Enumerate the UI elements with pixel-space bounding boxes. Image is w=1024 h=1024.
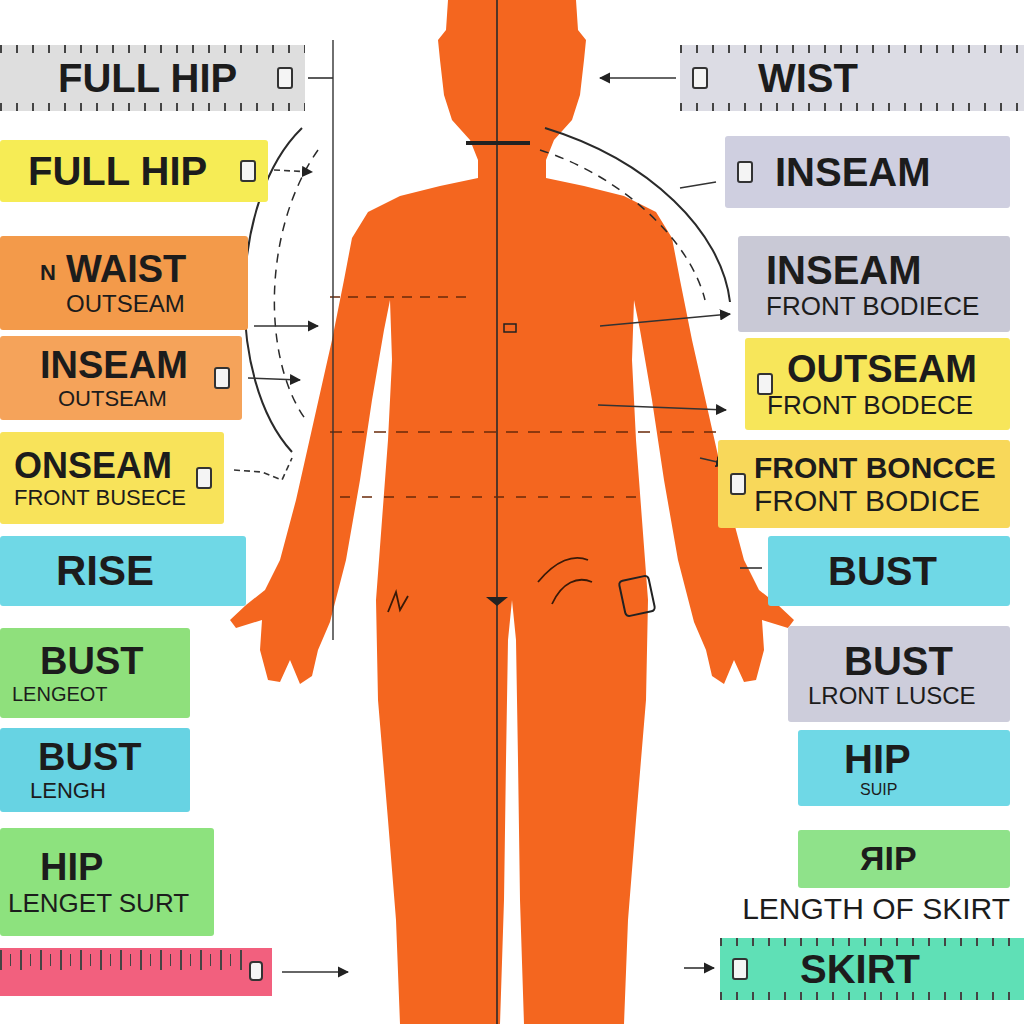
measurement-band: HIPLENGET SURT	[0, 828, 214, 936]
leader-line	[600, 314, 730, 326]
measurement-band: ONSEAMFRONT BUSECE	[0, 432, 224, 524]
measurement-band: OUTSEAMFRONT BODECE	[745, 338, 1010, 430]
measurement-band: ЯIP	[798, 830, 1010, 888]
band-label: FULL HIP	[28, 149, 207, 193]
band-label: RISE	[56, 548, 154, 594]
measurement-band: BUST	[768, 536, 1010, 606]
leader-line	[598, 405, 726, 410]
leader-line	[740, 567, 762, 569]
sub-label: FRONT BODICE	[754, 484, 980, 517]
band-label: FULL HIP	[58, 56, 237, 100]
band-label: INSEAM	[766, 248, 922, 292]
tape-marker	[730, 473, 746, 495]
sub-label: FRONT BUSECE	[14, 486, 186, 510]
measurement-band: FULL HIP	[0, 140, 268, 202]
measurement-band: HIPSUIP	[798, 730, 1010, 806]
squiggle-mark	[552, 580, 592, 604]
measurement-band: INSEAMOUTSEAM	[0, 336, 242, 420]
tape-marker	[732, 958, 748, 980]
measure-arc	[540, 150, 705, 300]
tape-measure	[0, 948, 272, 996]
measurement-band: FRONT BONCCEFRONT BODICE	[718, 440, 1010, 528]
measure-dash	[340, 496, 640, 498]
tape-marker	[196, 467, 212, 489]
band-label: WIST	[758, 56, 858, 100]
tape-marker	[692, 67, 708, 89]
squiggle-mark	[538, 558, 588, 582]
neck-mark	[466, 141, 530, 145]
band-label: INSEAM	[40, 345, 188, 387]
sub-label: LENGH	[30, 779, 106, 803]
squiggle-mark	[388, 592, 408, 612]
measurement-band: INSEAMFRONT BODIECE	[738, 236, 1010, 332]
tape-measure: WIST	[680, 45, 1024, 111]
tape-marker	[250, 962, 262, 980]
leader-line	[684, 967, 714, 969]
measurement-band: RISE	[0, 536, 246, 606]
sub-label: LENGET SURT	[8, 889, 189, 918]
tape-marker	[240, 160, 256, 182]
sub-label: OUTSEAM	[58, 387, 167, 411]
free-label: LENGTH OF SKIRT	[742, 892, 1010, 925]
leader-line	[254, 325, 318, 327]
measure-arc	[545, 128, 730, 302]
center-line	[496, 0, 498, 1024]
tape-marker	[214, 367, 230, 389]
sub-label: SUIP	[860, 781, 897, 799]
band-label: BUST	[38, 737, 141, 779]
leader-line	[234, 458, 292, 480]
center-marker	[504, 324, 516, 332]
leader-line	[308, 77, 333, 79]
tape-marker	[277, 67, 293, 89]
tape-marker	[737, 161, 753, 183]
crotch-mark	[486, 597, 508, 606]
measurement-band: INSEAM	[725, 136, 1010, 208]
leader-line	[248, 378, 300, 380]
measure-dash	[330, 296, 470, 298]
measurement-band: WAISTOUTSEAM	[0, 236, 248, 330]
band-label: ЯIP	[860, 840, 917, 877]
sub-label: OUTSEAM	[66, 291, 185, 317]
band-label: FRONT BONCCE	[754, 451, 996, 484]
measurement-band: BUSTLENGEOT	[0, 628, 190, 718]
leader-line	[600, 77, 676, 79]
leader-line	[274, 170, 312, 172]
band-label: OUTSEAM	[787, 349, 977, 391]
band-label: BUST	[844, 639, 953, 683]
measurement-band: BUSTLRONT LUSCE	[788, 626, 1010, 722]
sub-label: LENGEOT	[12, 683, 108, 705]
sub-label: FRONT BODECE	[767, 391, 973, 420]
band-label: HIP	[844, 737, 911, 781]
band-label: WAIST	[66, 249, 186, 291]
band-prefix: N	[40, 261, 56, 285]
measurement-band: BUSTLENGH	[0, 728, 190, 812]
tape-marker	[757, 373, 773, 395]
band-label: BUST	[828, 549, 937, 593]
sub-label: LRONT LUSCE	[808, 683, 976, 709]
tape-ticks	[0, 948, 244, 996]
tape-measure: FULL HIP	[0, 45, 305, 111]
band-label: INSEAM	[775, 150, 931, 194]
band-label: SKIRT	[800, 947, 920, 991]
measure-dash	[330, 431, 720, 433]
body-silhouette	[230, 0, 794, 1024]
sub-label: FRONT BODIECE	[766, 292, 979, 321]
band-label: ONSEAM	[14, 446, 172, 486]
band-label: HIP	[40, 847, 103, 889]
leader-line	[282, 971, 348, 973]
leader-line	[680, 182, 716, 188]
hand-marker	[619, 575, 656, 616]
guide-line	[332, 40, 333, 640]
band-label: BUST	[40, 641, 143, 683]
tape-measure: SKIRT	[720, 938, 1024, 1000]
